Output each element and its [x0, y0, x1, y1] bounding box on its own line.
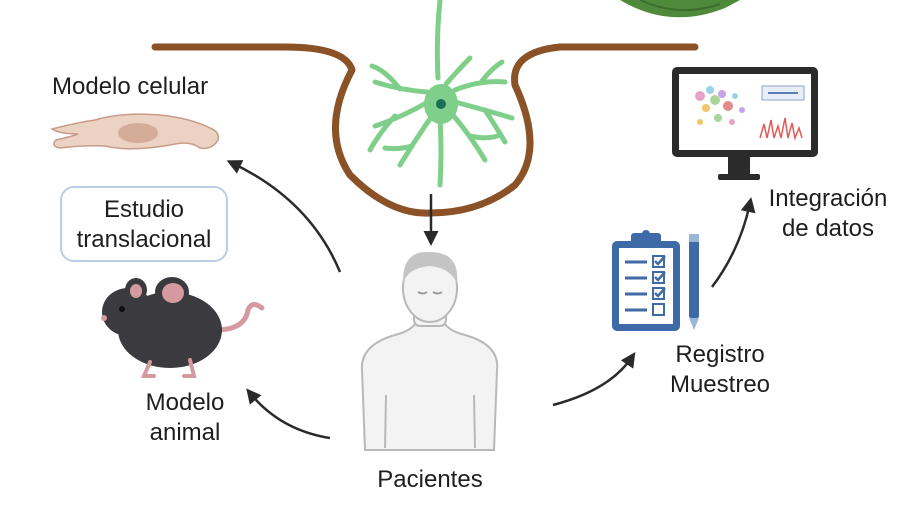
arrow-patients-to-animal-model — [246, 388, 331, 440]
translational-study-line1: Estudio — [103, 196, 185, 223]
translational-study-line2: translacional — [76, 226, 212, 253]
cell-model-label: Modelo celular — [52, 73, 209, 100]
animal-model-line2: animal — [149, 419, 221, 446]
mouse-icon — [101, 277, 265, 378]
data-integration-label: Integración de datos — [748, 184, 908, 244]
registry-line1: Registro — [675, 341, 765, 368]
translational-study-box — [60, 186, 228, 262]
chromatogram-thumbnail — [759, 117, 803, 141]
human-figure-icon — [360, 251, 499, 451]
registry-label: Registro Muestreo — [650, 340, 790, 400]
leaf-icon — [620, 0, 740, 18]
patients-label: Pacientes — [377, 466, 483, 493]
arrow-patients-to-cell-model — [226, 160, 342, 273]
data-integration-line2: de datos — [781, 215, 875, 242]
pen-icon — [689, 234, 699, 330]
animal-model-label: Modelo animal — [125, 388, 245, 448]
neuron-icon — [367, 0, 515, 188]
arrow-registry-to-data-integration — [711, 197, 756, 288]
scatter-plot-thumbnail — [695, 86, 745, 125]
computer-monitor-icon — [672, 67, 818, 180]
arrow-patients-to-registry — [552, 352, 636, 407]
data-integration-line1: Integración — [768, 185, 888, 212]
fibroblast-cell-icon — [50, 113, 220, 150]
translational-study-label: Estudio translacional — [60, 195, 228, 255]
animal-model-line1: Modelo — [145, 389, 225, 416]
registry-line2: Muestreo — [669, 371, 771, 398]
checklist-clipboard-icon — [612, 230, 680, 331]
